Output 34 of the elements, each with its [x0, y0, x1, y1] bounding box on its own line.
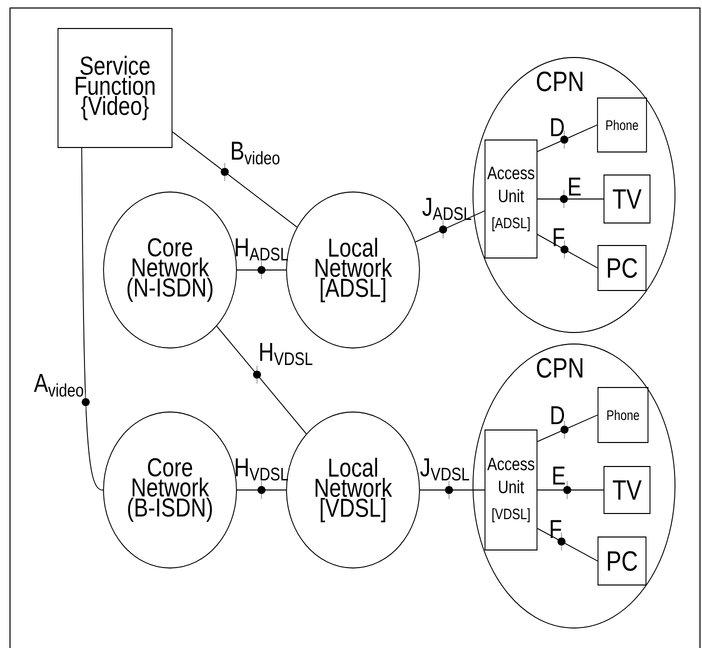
device-box: Service Function {Video} — [58, 28, 172, 148]
interface-label: D — [551, 406, 564, 424]
device-box: TV — [604, 466, 650, 514]
connector-line — [537, 124, 598, 152]
device-box: PC — [598, 245, 646, 291]
interface-label: J$_{ADSL}$ — [422, 198, 472, 220]
device-box: Phone — [598, 387, 648, 443]
device-box: TV — [604, 174, 650, 224]
connector-line — [172, 131, 298, 228]
connector-line — [415, 210, 485, 242]
device-box: Access Unit [ADSL] — [484, 140, 538, 258]
interface-label: B$_{video}$ — [232, 142, 280, 164]
interface-label: E — [569, 178, 581, 196]
connector-line — [236, 481, 287, 499]
connector-line — [537, 528, 598, 562]
interface-label: H$_{ADSL}$ — [236, 238, 288, 261]
connector-line — [537, 414, 598, 442]
connector-line — [419, 481, 485, 499]
connector-line — [236, 261, 287, 279]
interface-label: J$_{VDSL}$ — [420, 458, 470, 481]
connector-line — [216, 326, 307, 434]
device-box: Phone — [597, 98, 647, 152]
device-box: PC — [598, 536, 646, 586]
interface-label: F — [550, 520, 562, 538]
interface-label: A$_{video}$ — [34, 374, 84, 397]
connector-line — [537, 190, 604, 208]
interface-label: E — [553, 466, 565, 485]
connector-line — [537, 234, 598, 268]
connector-line — [81, 148, 104, 490]
interface-label: H$_{VDSL}$ — [236, 458, 288, 481]
interface-label: D — [551, 118, 564, 136]
interface-label: F — [554, 228, 564, 246]
device-box: Access Unit [VDSL] — [484, 430, 538, 550]
connector-line — [537, 481, 604, 499]
